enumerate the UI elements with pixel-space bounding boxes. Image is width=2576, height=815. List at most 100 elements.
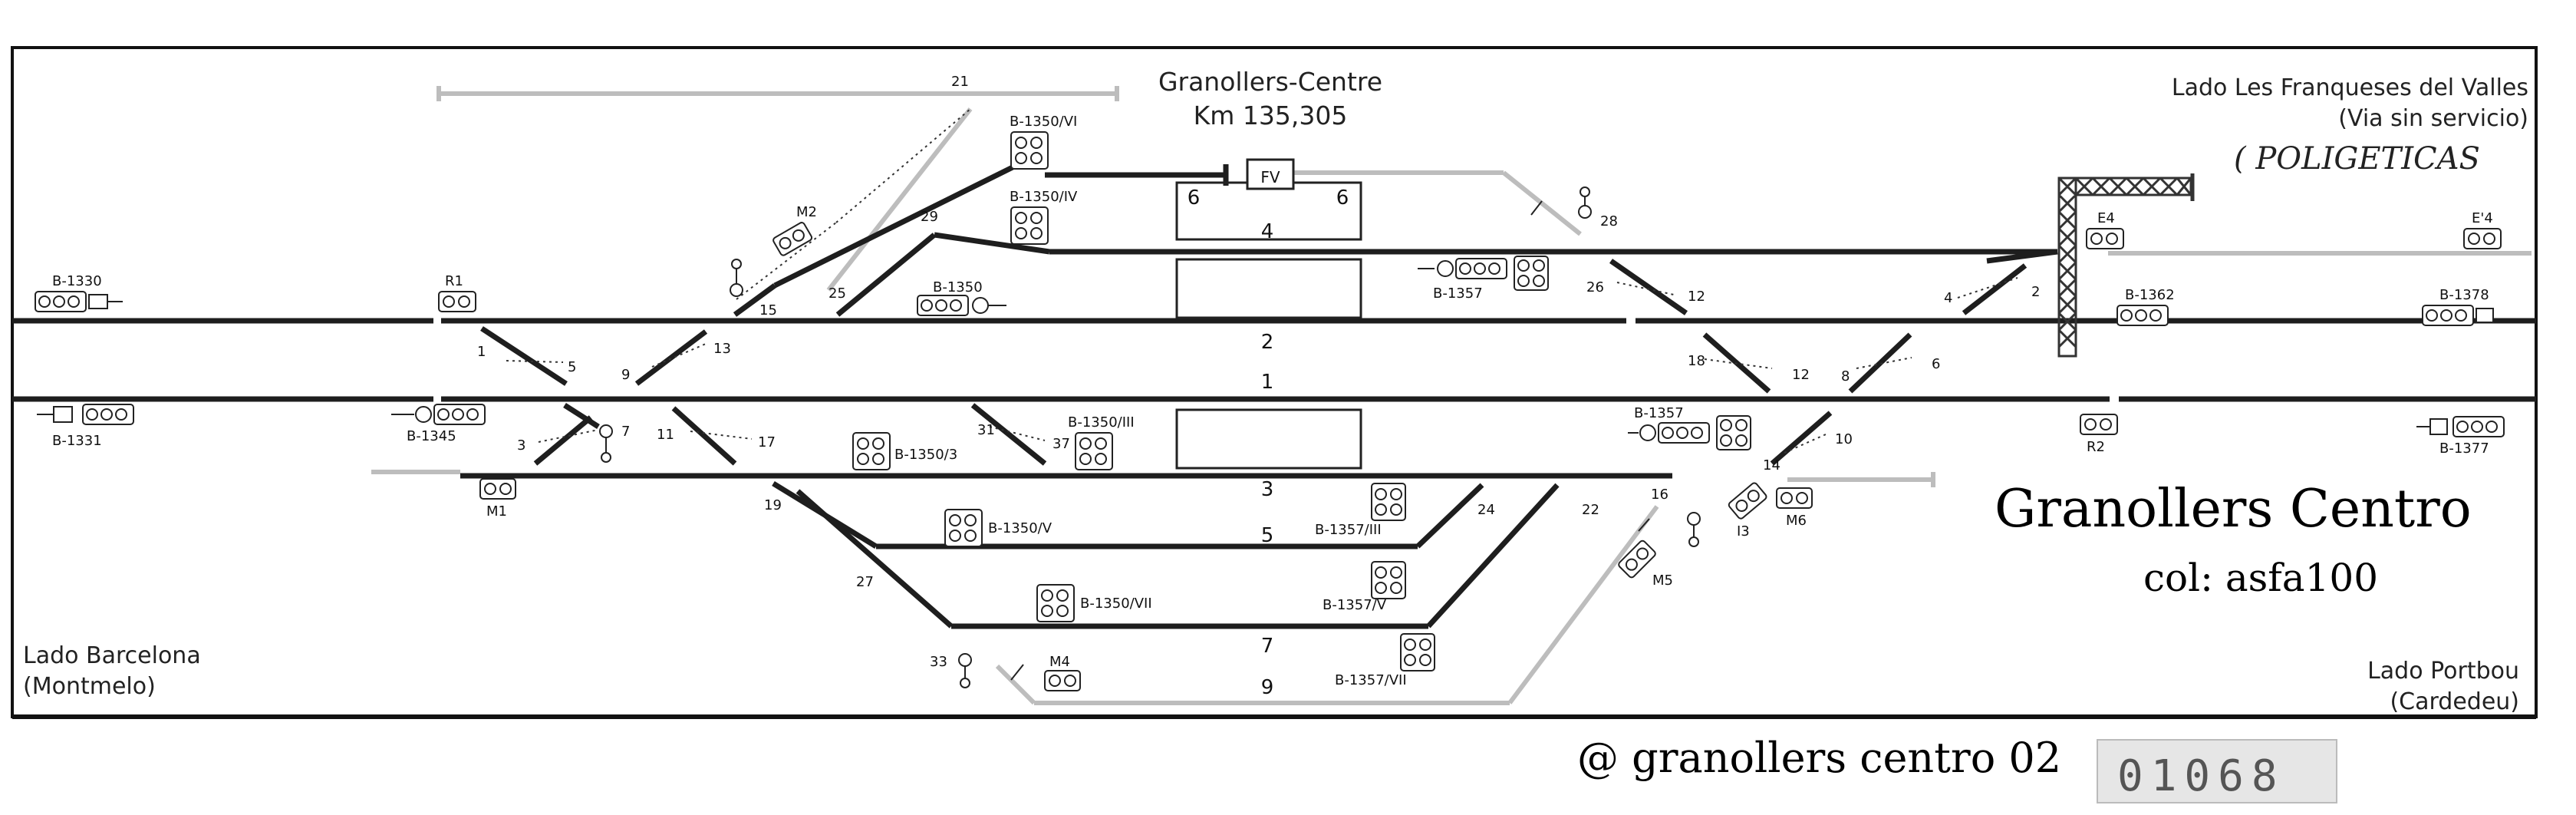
curve-4-2: [1962, 263, 2028, 315]
curve-27-7: [796, 489, 954, 629]
signal-label-b1362: B-1362: [2125, 287, 2175, 303]
derailer-icon: [958, 653, 1024, 688]
stamp-box: [2097, 739, 2337, 803]
signal-label-b1357v: B-1357/V: [1323, 597, 1387, 613]
track-number-9: 9: [1261, 676, 1274, 699]
platforms: [1175, 158, 1362, 470]
signal-label-b1350iv: B-1350/IV: [1010, 189, 1078, 205]
signal-icon: [37, 404, 134, 425]
signal-icon: [2086, 228, 2124, 249]
switch-12-lower: 12: [1792, 367, 1810, 383]
track-21-connector: [826, 107, 973, 292]
signal-label-b1330: B-1330: [52, 273, 102, 289]
curve-15: [733, 283, 777, 317]
gantry-icon: [2057, 173, 2195, 358]
switch-numbers: 1 5 9 13 15 25 29 21 3 7 11 17 19 27 33 …: [477, 74, 2040, 670]
signal-label-b1377: B-1377: [2439, 440, 2489, 457]
annotation-footer: @ granollers centro 02: [1577, 734, 2061, 782]
track-number-2: 2: [1261, 331, 1274, 354]
signal-icon: [2080, 414, 2118, 435]
switch-8: 8: [1841, 368, 1850, 384]
signal-label-b1331: B-1331: [52, 433, 102, 449]
derailer-icon: [599, 424, 613, 463]
switch-28: 28: [1600, 213, 1618, 229]
signal-icon: [1010, 131, 1049, 170]
signal-label-m5: M5: [1652, 572, 1673, 589]
switch-3: 3: [517, 437, 525, 454]
signal-icon: [2422, 305, 2494, 326]
signal-label-b1350vii: B-1350/VII: [1080, 596, 1152, 612]
curve-to-gantry: [1986, 249, 2058, 264]
signal-labels: B-1330 B-1331 R1 B-1345 M1 M2 B-1350/VI …: [52, 114, 2493, 688]
signal-label-e4: E4: [2097, 210, 2115, 226]
crossover-9-13: [634, 329, 708, 386]
platform-4-2: [1175, 258, 1362, 319]
side-lower-left-2: (Montmelo): [23, 673, 156, 700]
switch-5: 5: [568, 359, 576, 375]
signal-icon: [2116, 305, 2169, 326]
signal-icon: [1728, 482, 1767, 520]
switch-27: 27: [856, 574, 874, 590]
signal-icon: [852, 432, 891, 470]
curve-24: [1415, 483, 1484, 549]
switch-31: 31: [977, 422, 995, 438]
side-lower-right-1: Lado Portbou: [2367, 658, 2519, 685]
diagram-frame: [11, 46, 2538, 718]
switch-1: 1: [477, 344, 486, 360]
switch-33: 33: [930, 654, 947, 670]
signal-icon: [1036, 584, 1075, 622]
switch-26: 26: [1586, 279, 1604, 295]
signal-label-m2: M2: [796, 204, 817, 220]
switch-4: 4: [1944, 290, 1952, 306]
signal-icon: [438, 291, 476, 312]
derailer-icon: [1638, 512, 1701, 547]
curve-25: [835, 233, 937, 317]
signal-label-b1350: B-1350: [933, 279, 983, 295]
track-numbers: 1 2 3 4 5 7 9 6 6: [1188, 186, 1349, 699]
signal-label-i3: I3: [1737, 523, 1750, 539]
signal-label-b1357vii: B-1357/VII: [1335, 672, 1407, 688]
lead-to-fv-diag: [1502, 170, 1582, 236]
signal-icon: [772, 222, 813, 256]
switch-14: 14: [1763, 457, 1780, 473]
signal-label-r1: R1: [445, 273, 463, 289]
derailer-icons: [599, 186, 1701, 688]
track-number-6-right: 6: [1336, 186, 1349, 210]
derailer-icon: [1530, 186, 1592, 219]
switch-9: 9: [621, 367, 630, 383]
curve-to-track-6: [773, 164, 1014, 289]
station-km: Km 135,305: [1194, 101, 1348, 130]
curve-29-to-4: [934, 232, 1050, 255]
crossover-8-6: [1848, 332, 1912, 394]
signal-heads: [35, 131, 2505, 691]
stamp-number: 01068: [2117, 751, 2285, 801]
switch-21: 21: [951, 74, 969, 90]
curve-3-7: [533, 415, 593, 466]
side-lower-right-2: (Cardedeu): [2390, 688, 2519, 715]
signal-icon: [1618, 539, 1656, 579]
fv-marker-box: [1246, 158, 1295, 190]
signal-icon: [35, 291, 123, 312]
signal-icon: [479, 478, 516, 500]
switch-18: 18: [1688, 353, 1705, 369]
signal-label-b1357iii: B-1357/III: [1315, 522, 1382, 538]
signal-icon: [1371, 561, 1406, 599]
switch-22: 22: [1582, 502, 1599, 518]
signal-icon: [2463, 228, 2502, 249]
signal-icon: [1010, 206, 1049, 245]
signal-label-b1378: B-1378: [2439, 287, 2489, 303]
signal-label-m6: M6: [1786, 513, 1807, 529]
curve-11-17: [671, 406, 737, 466]
signal-icon: [2416, 416, 2505, 437]
curve-3-7a: [563, 403, 600, 429]
switch-25: 25: [828, 285, 846, 302]
station-name: Granollers-Centre: [1158, 67, 1382, 97]
switch-12-upper: 12: [1688, 289, 1705, 305]
switch-19: 19: [764, 497, 782, 513]
switch-6: 6: [1932, 356, 1940, 372]
switch-29: 29: [921, 209, 938, 225]
annotation-subtitle: col: asfa100: [2143, 556, 2378, 600]
signal-icon: [1628, 415, 1751, 450]
track-number-7: 7: [1261, 635, 1274, 658]
track-number-3: 3: [1261, 478, 1274, 501]
